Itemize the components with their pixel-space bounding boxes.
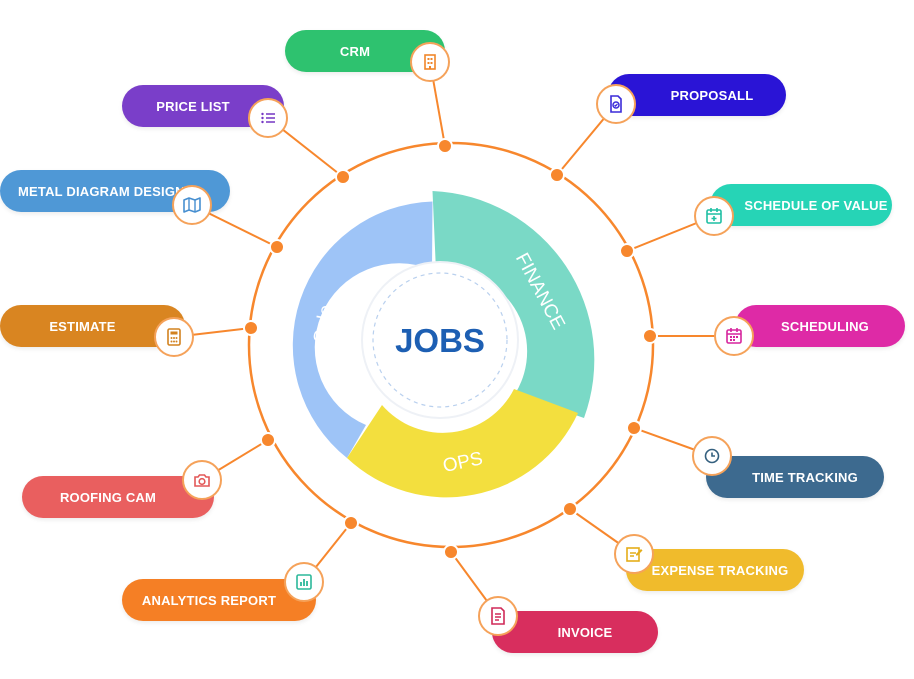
ring-dot-metal-diagram-design	[269, 239, 285, 255]
node-label-analytics-report: ANALYTICS REPORT	[141, 592, 277, 608]
ring-dot-analytics-report	[343, 515, 359, 531]
bar-chart-icon	[284, 562, 324, 602]
node-time-tracking[interactable]: TIME TRACKING	[706, 456, 884, 498]
invoice-icon	[478, 596, 518, 636]
list-icon	[248, 98, 288, 138]
calculator-icon	[154, 317, 194, 357]
ring-dot-invoice	[443, 544, 459, 560]
node-schedule-of-value[interactable]: SCHEDULE OF VALUE	[710, 184, 892, 226]
ring-dot-schedule-of-value	[619, 243, 635, 259]
ring-dot-price-list	[335, 169, 351, 185]
node-label-roofing-cam: ROOFING CAM	[59, 489, 157, 505]
node-label-crm: CRM	[339, 43, 371, 59]
node-label-expense-tracking: EXPENSE TRACKING	[651, 562, 789, 578]
node-label-time-tracking: TIME TRACKING	[752, 469, 858, 485]
node-label-proposall: PROPOSALL	[670, 87, 754, 103]
node-scheduling[interactable]: SCHEDULING	[735, 305, 905, 347]
center-circle	[361, 261, 519, 419]
node-label-scheduling: SCHEDULING	[781, 318, 869, 334]
ring-dot-estimate	[243, 320, 259, 336]
receipt-edit-icon	[614, 534, 654, 574]
clock-icon	[692, 436, 732, 476]
calendar-plus-icon	[694, 196, 734, 236]
node-invoice[interactable]: INVOICE	[492, 611, 658, 653]
document-check-icon	[596, 84, 636, 124]
node-label-price-list: PRICE LIST	[156, 98, 230, 114]
segment-sale	[292, 201, 433, 458]
node-label-schedule-of-value: SCHEDULE OF VALUE	[744, 197, 888, 213]
ring-dots	[243, 138, 658, 560]
node-proposall[interactable]: PROPOSALL	[608, 74, 786, 116]
ring-dot-time-tracking	[626, 420, 642, 436]
node-label-metal-diagram-design: METAL DIAGRAM DESIGN	[18, 183, 185, 199]
node-analytics-report[interactable]: ANALYTICS REPORT	[122, 579, 316, 621]
ring-dot-crm	[437, 138, 453, 154]
ring-dot-scheduling	[642, 328, 658, 344]
node-label-invoice: INVOICE	[557, 624, 613, 640]
ring-dot-roofing-cam	[260, 432, 276, 448]
node-estimate[interactable]: ESTIMATE	[0, 305, 185, 347]
segment-finance	[432, 191, 595, 418]
segment-ops	[347, 389, 578, 498]
calendar-icon	[714, 316, 754, 356]
center-dashed-ring	[372, 272, 508, 408]
map-icon	[172, 185, 212, 225]
building-icon	[410, 42, 450, 82]
center-title: JOBS	[395, 322, 485, 359]
camera-icon	[182, 460, 222, 500]
ring-dot-proposall	[549, 167, 565, 183]
node-expense-tracking[interactable]: EXPENSE TRACKING	[626, 549, 804, 591]
ring-dot-expense-tracking	[562, 501, 578, 517]
node-label-estimate: ESTIMATE	[49, 318, 116, 334]
